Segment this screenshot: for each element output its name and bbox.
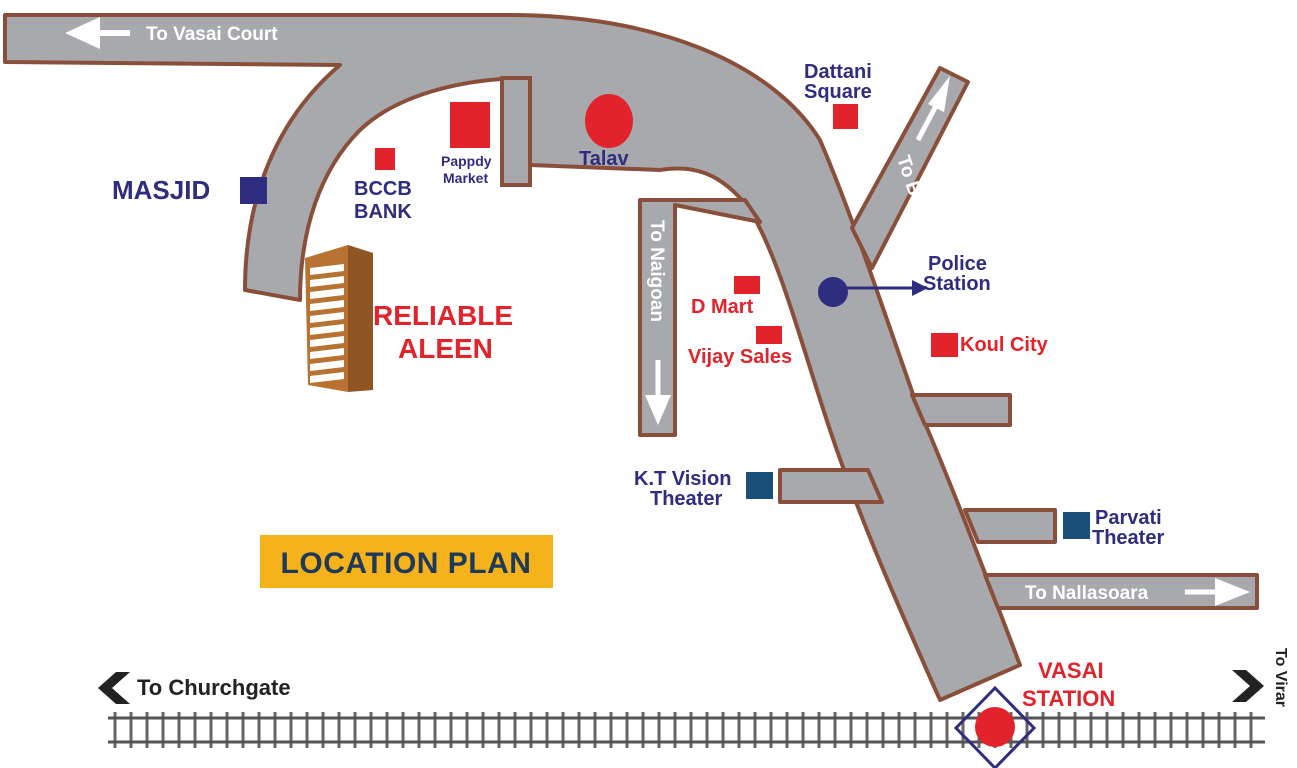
dattani-square-label-line1: Dattani [804,61,872,83]
pappdy-market-label-line1: Pappdy [441,153,492,169]
vasai-station-label-line1: VASAI [1038,658,1104,683]
kt-vision-stub-road [778,468,884,504]
police-station-label-line1: Police [928,253,987,275]
bccb-bank-label-line2: BANK [354,201,412,223]
dattani-square-marker[interactable] [833,104,858,129]
virar-chevron-icon [1232,670,1264,702]
building-window [310,336,344,347]
police-station-marker[interactable] [818,277,848,307]
reliable-aleen-label-line1: RELIABLE [373,300,513,331]
nallasoara-road [983,573,1259,610]
naigoan-road [638,198,762,437]
parvati-theater-label-line2: Theater [1092,527,1164,549]
reliable-aleen-label-line2: ALEEN [398,333,493,364]
masjid-marker[interactable] [240,177,267,204]
kt-vision-theater-marker[interactable] [746,472,773,499]
building-window [310,372,344,383]
location-plan-title: LOCATION PLAN [281,547,532,580]
koul-stub-road [910,393,1012,427]
babhola-arrow-icon [915,76,950,142]
building-window [310,348,344,359]
parvati-stub-road [963,508,1057,544]
nallasoara-arrow-icon [1185,578,1250,606]
babhola-road [850,66,970,270]
talav-label: Talav [579,148,630,170]
building-window [310,324,344,335]
talav-marker[interactable] [585,94,633,148]
churchgate-chevron-icon [98,672,130,704]
railway-track [108,712,1265,748]
dmart-marker[interactable] [734,276,760,294]
parvati-theater-marker[interactable] [1063,512,1090,539]
vasai-court-arrow-icon [65,17,130,49]
koul-city-marker[interactable] [931,333,958,357]
parvati-theater-label-line1: Parvati [1095,507,1162,529]
bccb-bank-marker[interactable] [375,148,395,170]
building-window [310,360,344,371]
dattani-square-label-line2: Square [804,81,872,103]
dmart-label: D Mart [691,296,754,318]
pappdy-market-label-line2: Market [443,170,488,186]
police-station-label-line2: Station [923,273,991,295]
bccb-bank-label-line1: BCCB [354,178,412,200]
koul-city-label: Koul City [960,334,1049,356]
vijay-sales-marker[interactable] [756,326,782,344]
reliable-aleen-building-icon[interactable] [305,245,373,392]
naigoan-arrow-icon [645,360,671,425]
building-window [310,312,344,323]
police-station-arrow-icon [845,280,928,296]
vasai-court-label: To Vasai Court [146,24,278,45]
masjid-label: MASJID [112,175,210,205]
churchgate-label: To Churchgate [137,675,291,700]
naigoan-label: To Naigoan [646,220,667,322]
road-network [3,13,1259,702]
building-windows [310,264,344,383]
direction-arrows [65,17,1250,606]
building-window [310,300,344,311]
building-window [310,264,344,275]
building-window [310,288,344,299]
building-window [310,276,344,287]
nallasoara-label: To Nallasoara [1025,583,1149,604]
vijay-sales-label: Vijay Sales [688,346,792,368]
vasai-station-label-line2: STATION [1022,686,1115,711]
main-road [3,13,1022,702]
kt-vision-theater-label-line1: K.T Vision [634,468,731,490]
pappdy-stub-road [500,76,532,187]
location-plan-box [260,535,553,588]
vasai-station-marker[interactable] [953,685,1037,768]
kt-vision-theater-label-line2: Theater [650,488,722,510]
pappdy-market-marker[interactable] [450,102,490,148]
virar-label: To Virar [1272,648,1289,707]
